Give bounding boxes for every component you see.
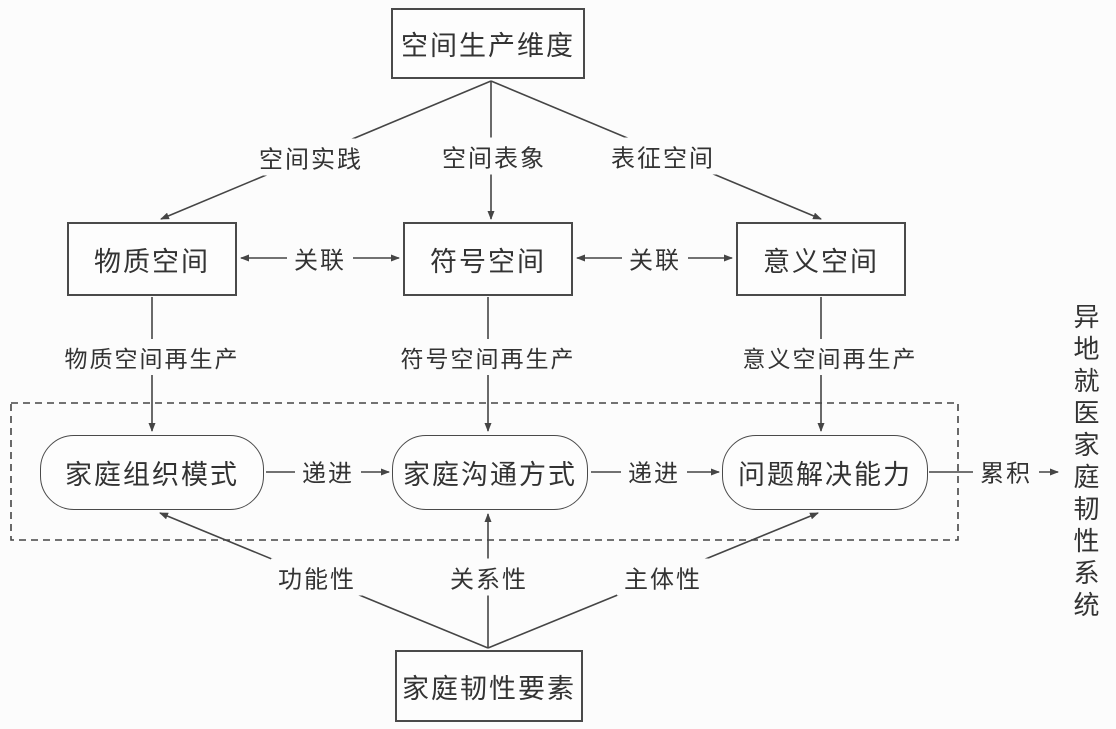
edge-label-association-right: 关联 <box>622 239 688 277</box>
edge-label-representational-space: 表征空间 <box>604 137 722 175</box>
node-meaning-space: 意义空间 <box>736 222 906 296</box>
edge-label-functionality: 功能性 <box>271 558 363 596</box>
edge-label-accumulation: 累积 <box>973 452 1039 490</box>
edge-label-subjectivity: 主体性 <box>617 558 709 596</box>
edge-label-meaning-reproduction: 意义空间再生产 <box>735 339 925 375</box>
edge-label-association-left: 关联 <box>287 239 353 277</box>
edge-label-material-reproduction: 物质空间再生产 <box>57 339 247 375</box>
node-family-organization-mode: 家庭组织模式 <box>40 435 264 510</box>
node-family-communication-style: 家庭沟通方式 <box>392 435 588 510</box>
edge-label-spatial-representation: 空间表象 <box>435 137 553 175</box>
node-material-space: 物质空间 <box>67 222 237 296</box>
edge-label-progression-left: 递进 <box>295 452 361 490</box>
node-problem-solving-ability: 问题解决能力 <box>722 435 928 510</box>
node-symbol-space: 符号空间 <box>403 222 573 296</box>
edge-label-spatial-practice: 空间实践 <box>252 138 370 176</box>
node-space-production-dimension: 空间生产维度 <box>391 8 585 79</box>
edge-label-symbol-reproduction: 符号空间再生产 <box>393 339 583 375</box>
edge-label-relationality: 关系性 <box>443 558 535 596</box>
dashed-boundary <box>10 402 959 541</box>
side-caption-remote-medical-family-resilience-system: 异地就医家庭韧性系统 <box>1070 303 1099 623</box>
node-family-resilience-elements: 家庭韧性要素 <box>395 650 583 722</box>
edge-label-progression-right: 递进 <box>621 452 687 490</box>
